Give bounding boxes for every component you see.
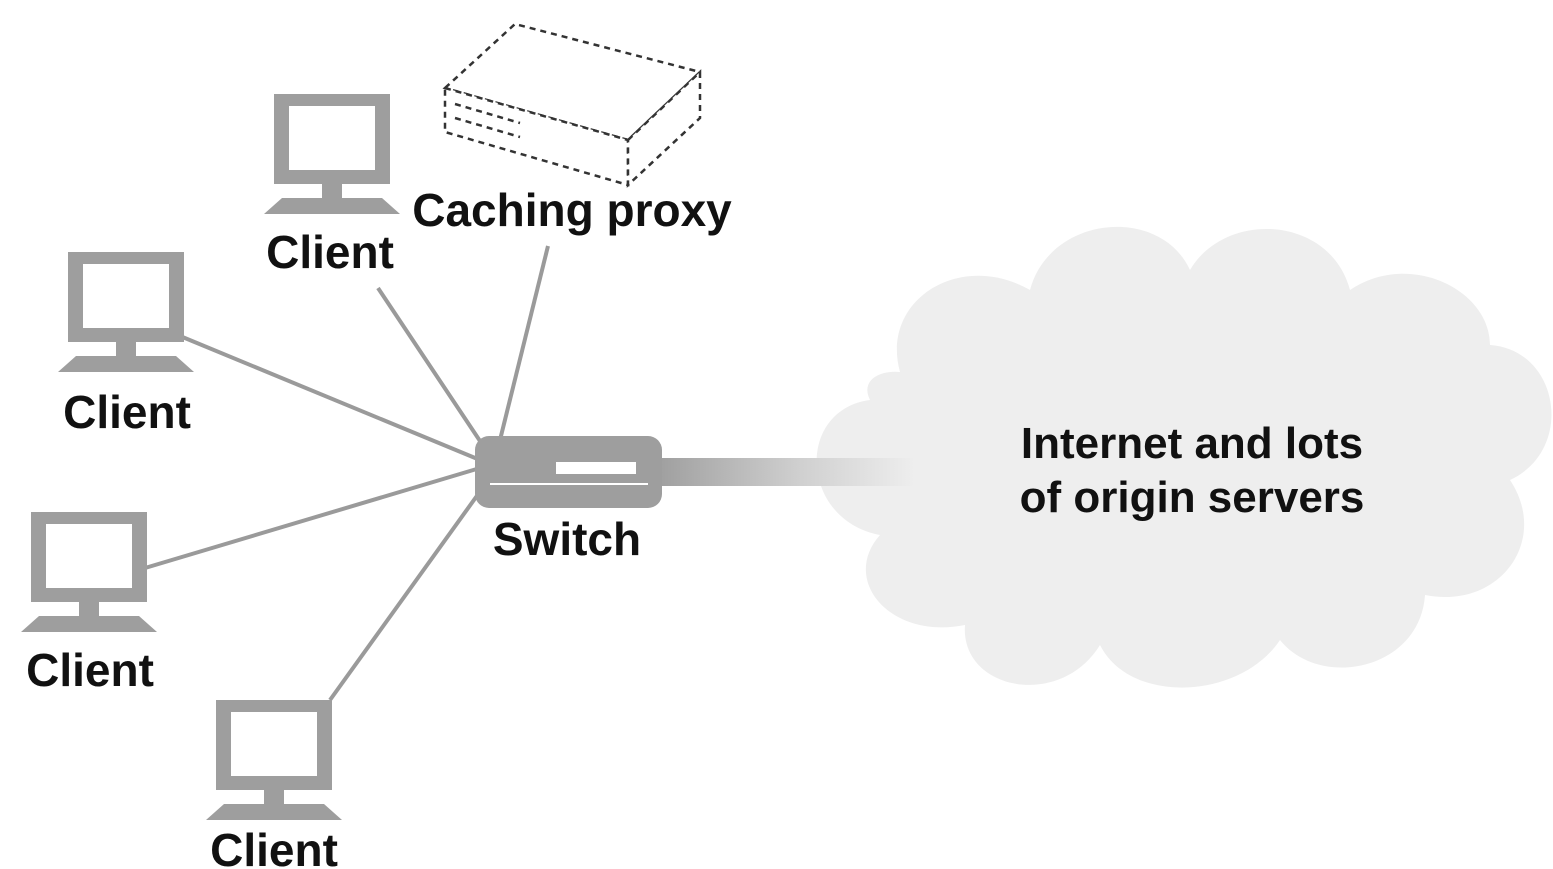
switch-label: Switch xyxy=(493,513,641,565)
connections xyxy=(144,245,550,702)
svg-text:of origin servers: of origin servers xyxy=(1020,473,1365,522)
link-client-3 xyxy=(144,466,481,570)
client-label: Client xyxy=(266,226,394,278)
computer-icon xyxy=(58,252,194,372)
link-client-4 xyxy=(328,484,486,702)
client-4: Client xyxy=(206,700,342,869)
caching-proxy-label: Caching proxy xyxy=(412,184,732,236)
cloud-label-line-2: of origin servers xyxy=(1020,473,1365,522)
switch-icon xyxy=(475,436,662,508)
svg-text:Internet and lots: Internet and lots xyxy=(1021,419,1363,468)
client-label: Client xyxy=(26,644,154,696)
cloud-label-line-1: Internet and lots xyxy=(1021,419,1363,468)
caching-proxy: Caching proxy xyxy=(412,22,732,236)
caching-proxy-icon xyxy=(442,22,703,188)
uplink-connection xyxy=(655,458,915,486)
computer-icon xyxy=(264,94,400,214)
client-1: Client xyxy=(264,94,400,278)
cloud-icon xyxy=(816,226,1552,688)
client-label: Client xyxy=(63,386,191,438)
link-client-1 xyxy=(376,286,488,452)
computer-icon xyxy=(21,512,157,632)
computer-icon xyxy=(206,700,342,820)
client-label: Client xyxy=(210,824,338,869)
link-proxy xyxy=(498,245,550,441)
client-3: Client xyxy=(21,512,157,696)
client-2: Client xyxy=(58,252,194,438)
internet-cloud: Internet and lots of origin servers xyxy=(816,226,1552,688)
switch: Switch xyxy=(475,436,662,565)
link-client-2 xyxy=(179,334,481,462)
